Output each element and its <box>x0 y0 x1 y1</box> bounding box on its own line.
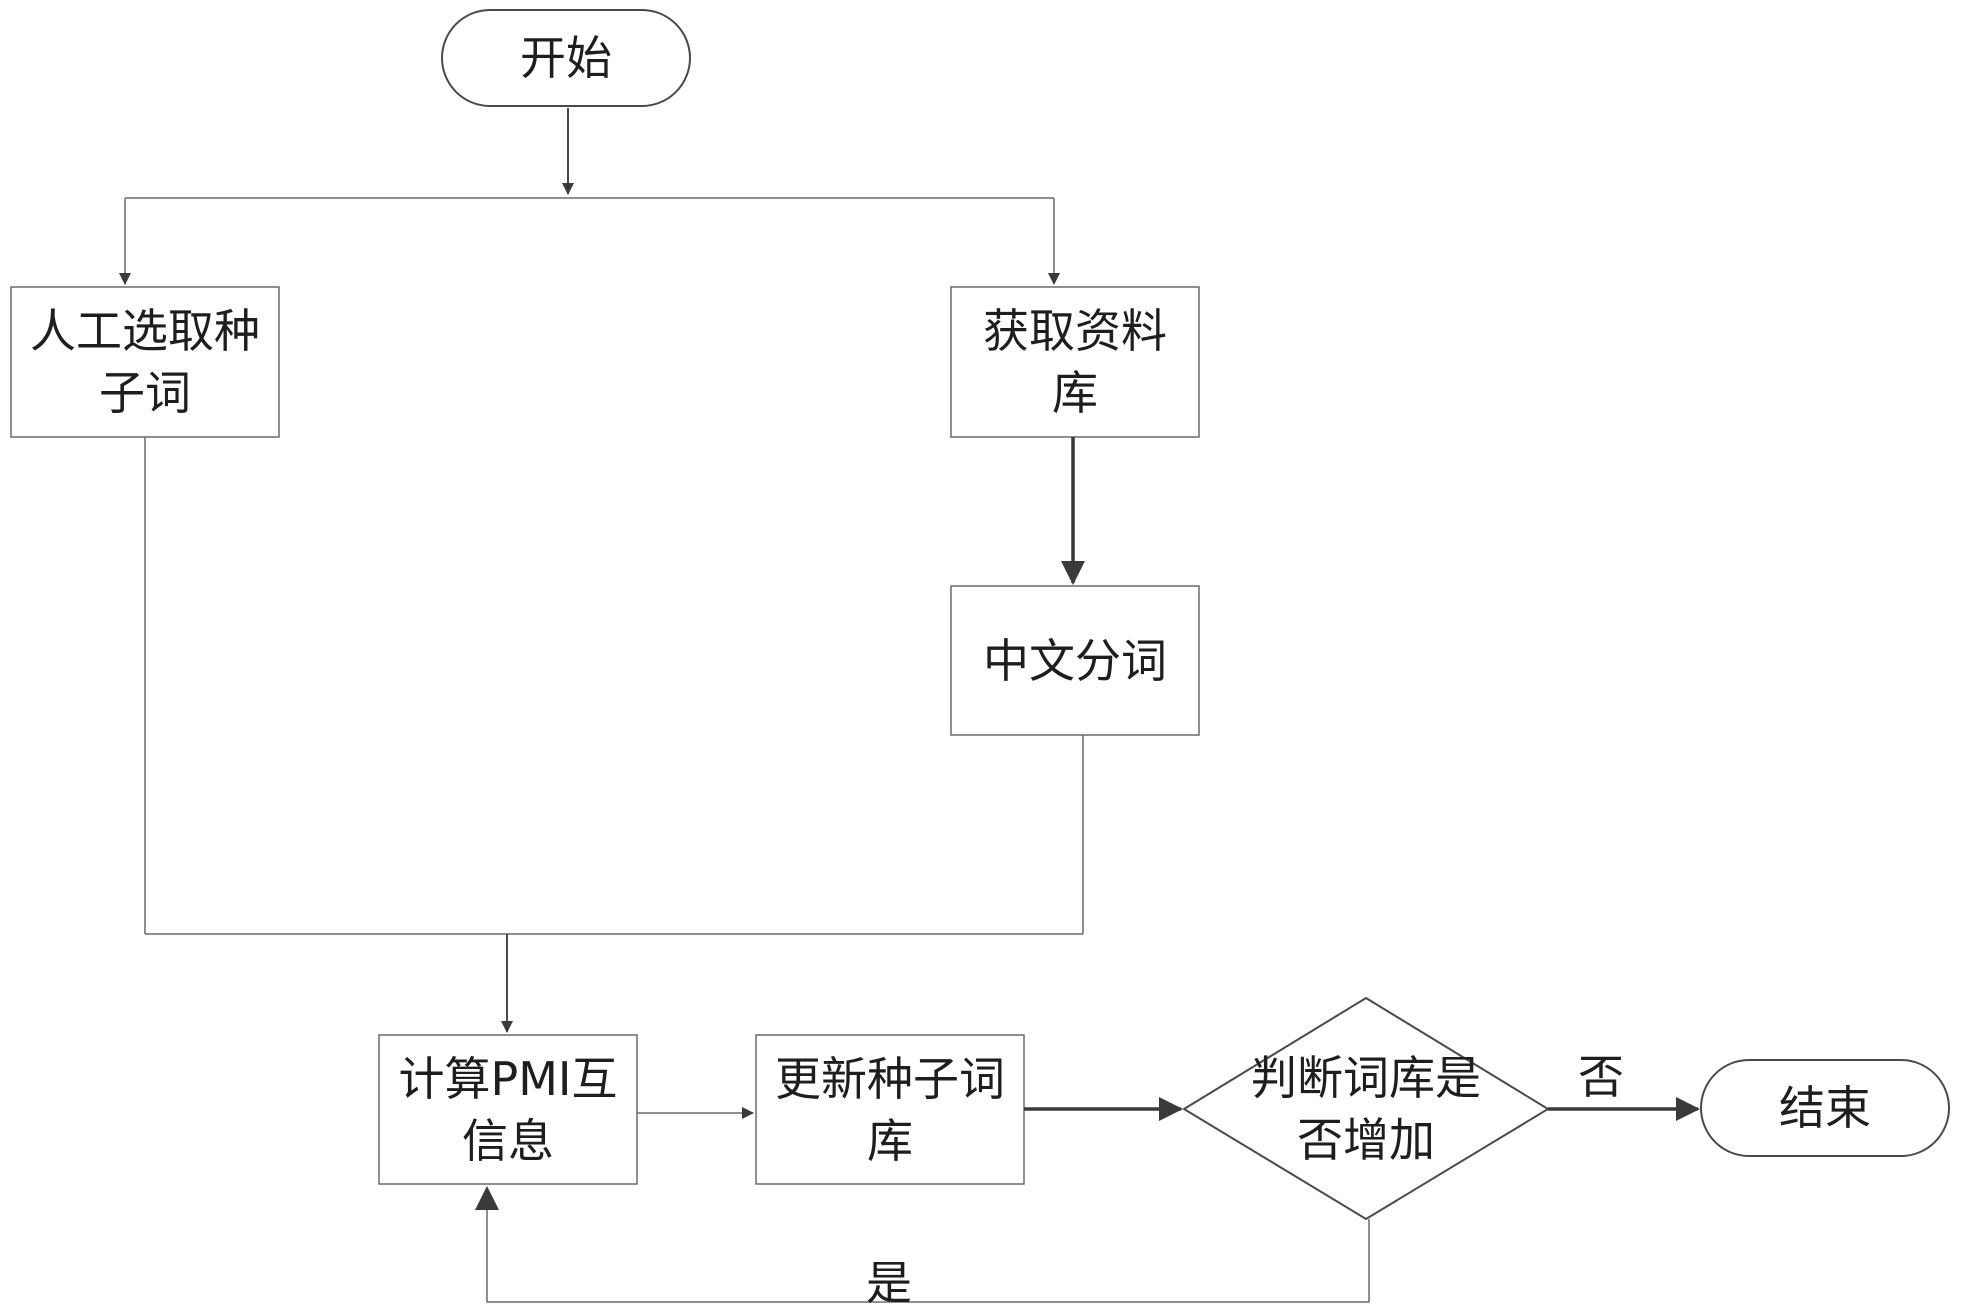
update-seed-label: 更新种子词库 <box>766 1048 1014 1172</box>
get-corpus-box: 获取资料库 <box>951 287 1199 437</box>
update-seed-box: 更新种子词库 <box>756 1035 1024 1184</box>
edge-label-no: 否 <box>1578 1052 1624 1102</box>
end-label: 结束 <box>1779 1077 1871 1139</box>
start-terminal: 开始 <box>442 10 690 106</box>
manual-seed-label: 人工选取种子词 <box>21 300 269 424</box>
decision-diamond: 判断词库是否增加 <box>1232 1030 1500 1188</box>
calc-pmi-box: 计算PMI互信息 <box>379 1035 637 1184</box>
decision-label: 判断词库是否增加 <box>1238 1047 1494 1171</box>
segmentation-label: 中文分词 <box>983 630 1167 692</box>
edge-label-yes: 是 <box>866 1258 912 1308</box>
segmentation-box: 中文分词 <box>951 586 1199 735</box>
edge-decision-loop-back <box>487 1188 1369 1302</box>
end-terminal: 结束 <box>1701 1060 1949 1156</box>
manual-seed-box: 人工选取种子词 <box>11 287 279 437</box>
calc-pmi-label: 计算PMI互信息 <box>389 1048 627 1172</box>
get-corpus-label: 获取资料库 <box>971 300 1179 424</box>
start-label: 开始 <box>520 27 612 89</box>
